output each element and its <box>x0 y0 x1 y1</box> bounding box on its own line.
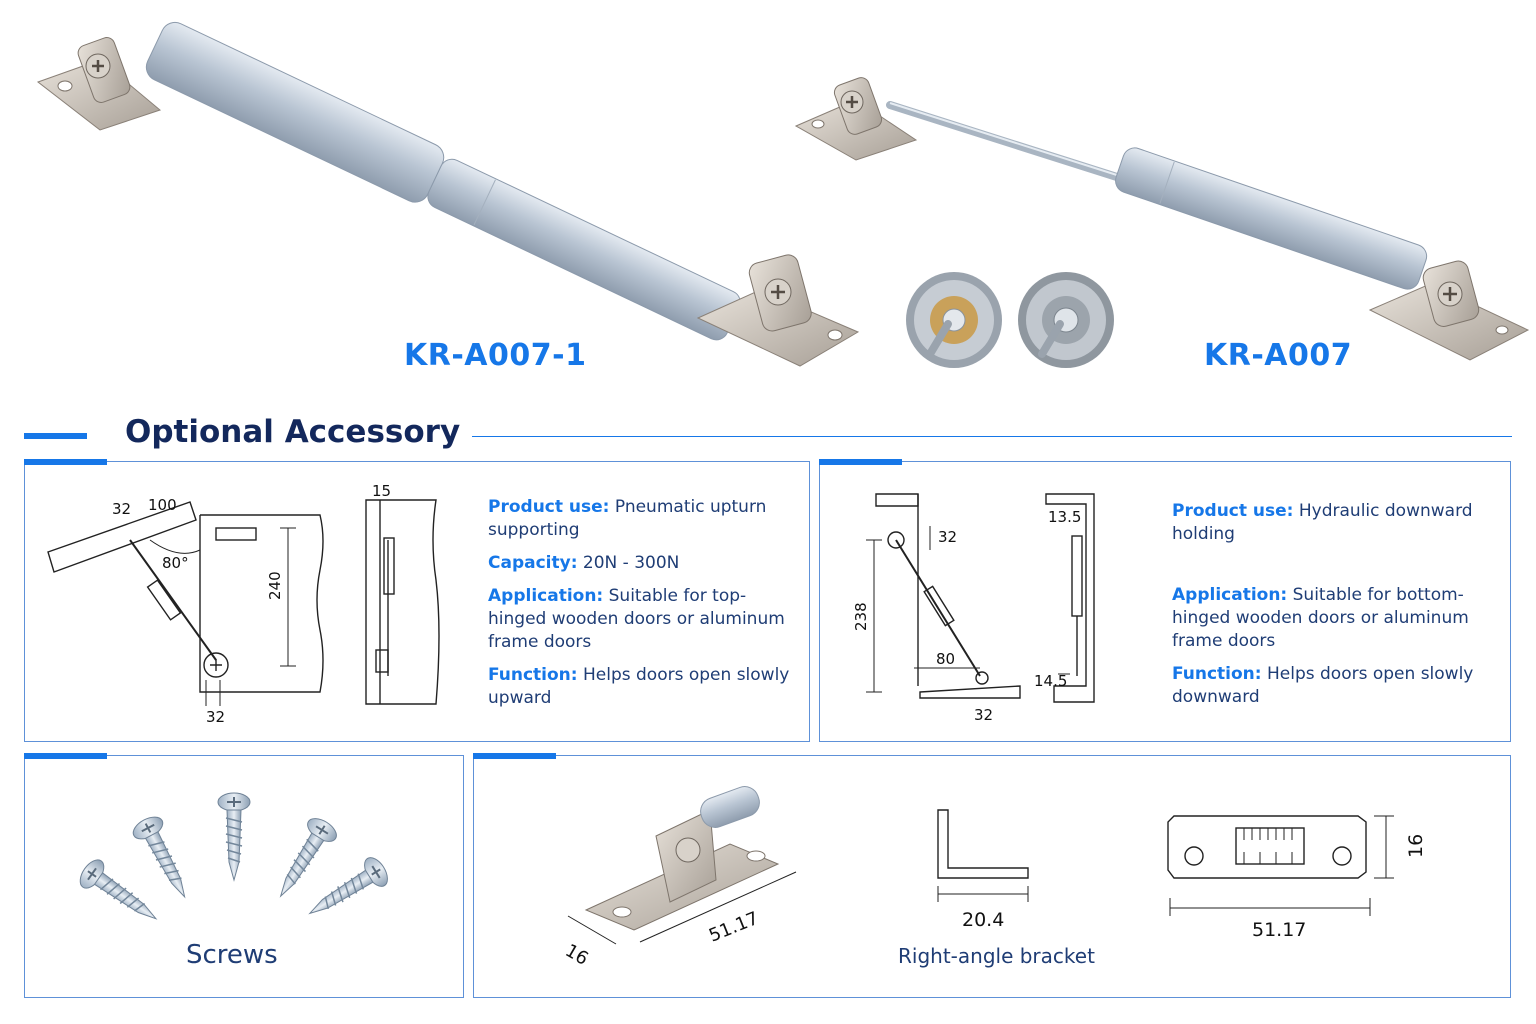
gas-strut-kr-a007-1-image <box>36 21 860 367</box>
spec-row: Application: Suitable for bottom-hinged … <box>1172 585 1469 651</box>
downward-spec-list: Product use: Hydraulic downward holding … <box>1172 500 1502 719</box>
spec-row: Application: Suitable for top-hinged woo… <box>488 586 785 652</box>
dim-label-238: 238 <box>852 602 870 631</box>
dim-label-80: 80 <box>936 650 955 668</box>
model-label-right: KR-A007 <box>1204 338 1353 373</box>
bracket-caption: Right-angle bracket <box>898 944 1095 968</box>
spec-row: Capacity: 20N - 300N <box>488 553 680 573</box>
dim-label-14-5: 14.5 <box>1034 672 1067 690</box>
spec-row: Product use: Pneumatic upturn supporting <box>488 497 767 540</box>
right-angle-bracket-image: 20.4 <box>937 809 1029 931</box>
dim-label-240: 240 <box>266 571 284 600</box>
end-cap-steel-image <box>1018 272 1114 368</box>
downward-install-diagram: 32 238 80 32 13.5 14.5 <box>852 493 1095 724</box>
panel-brackets <box>473 755 1511 998</box>
panel-tab-accent <box>819 459 902 465</box>
panel-upturn-spec <box>24 461 810 742</box>
dim-label-16-plate: 16 <box>1405 834 1427 858</box>
dim-label-15: 15 <box>372 482 391 500</box>
upturn-spec-list: Product use: Pneumatic upturn supporting… <box>488 496 798 720</box>
mounting-plate-drawing: 16 51.17 <box>1167 815 1427 941</box>
dim-label-20-4: 20.4 <box>962 909 1004 931</box>
model-label-left: KR-A007-1 <box>404 338 587 373</box>
panel-tab-accent <box>24 459 107 465</box>
end-cap-brass-image <box>906 272 1002 368</box>
spec-row: Product use: Hydraulic downward holding <box>1172 501 1473 544</box>
dim-label-32-top: 32 <box>112 500 131 518</box>
spec-row: Function: Helps doors open slowly downwa… <box>1172 664 1474 707</box>
spec-row: Function: Helps doors open slowly upward <box>488 665 790 708</box>
section-accent-bar <box>24 433 87 439</box>
dim-label-32-bottom: 32 <box>206 708 225 726</box>
bracket-3d-image: 16 51.17 <box>562 786 797 970</box>
dim-label-32-top: 32 <box>938 528 957 546</box>
section-title: Optional Accessory <box>125 414 461 450</box>
section-divider <box>472 436 1512 437</box>
panel-tab-accent <box>24 753 107 759</box>
panel-tab-accent <box>473 753 556 759</box>
screws-image <box>74 792 394 933</box>
dim-label-13-5: 13.5 <box>1048 508 1081 526</box>
dim-label-32-bottom: 32 <box>974 706 993 724</box>
dim-label-51-17-plate: 51.17 <box>1252 919 1306 941</box>
dim-label-16-3d: 16 <box>562 940 592 970</box>
upturn-install-diagram: 32 100 80° 240 32 15 <box>47 482 440 726</box>
screws-caption: Screws <box>186 940 278 970</box>
dim-label-100: 100 <box>148 496 177 514</box>
dim-label-angle: 80° <box>162 554 189 572</box>
dim-label-51-17-3d: 51.17 <box>706 908 762 947</box>
gas-strut-kr-a007-image <box>794 77 1530 361</box>
